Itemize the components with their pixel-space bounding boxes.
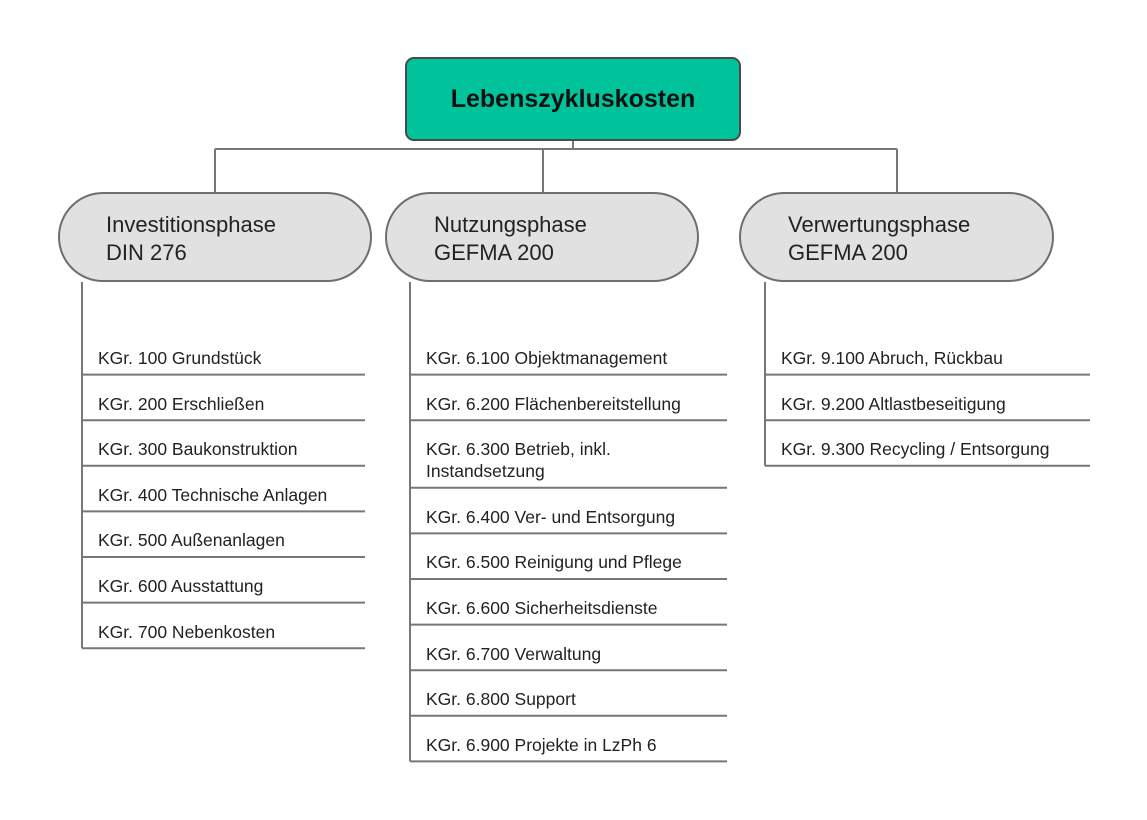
cost-group-item-text: KGr. 6.300 Betrieb, inkl. [426,439,611,460]
cost-group-item-text: KGr. 9.200 Altlastbeseitigung [781,393,1006,414]
phase-title: Nutzungsphase [434,212,587,237]
cost-group-item-text: KGr. 6.100 Objektmanagement [426,348,668,368]
cost-group-item-text: KGr. 600 Ausstattung [98,576,264,596]
phase-node-nutzung: Nutzungsphase GEFMA 200 [385,192,699,282]
cost-group-item-text: KGr. 6.200 Flächenbereitstellung [426,393,681,414]
cost-group-item-text: Instandsetzung [426,461,545,482]
cost-group-item: KGr. 6.100 Objektmanagement [426,347,667,369]
cost-group-item: KGr. 6.500 Reinigung und Pflege [426,551,682,573]
cost-group-item: KGr. 6.800 Support [426,688,576,710]
cost-group-item-text: KGr. 400 Technische Anlagen [98,484,328,505]
cost-group-item-text: KGr. 6.800 Support [426,689,576,710]
cost-group-item: KGr. 600 Ausstattung [98,575,263,597]
cost-group-item: KGr. 9.300 Recycling / Entsorgung [781,438,1049,460]
cost-group-item-text: KGr. 6.700 Verwaltung [426,643,602,664]
cost-group-item: KGr. 100 Grundstück [98,347,261,369]
root-node: Lebenszykluskosten [405,57,741,141]
cost-group-item: KGr. 6.200 Flächenbereitstellung [426,393,681,415]
cost-group-item-text: KGr. 700 Nebenkosten [98,621,276,642]
cost-group-item-text: KGr. 9.300 Recycling / Entsorgung [781,439,1050,460]
cost-group-item: KGr. 200 Erschließen [98,393,264,415]
cost-group-item: KGr. 6.400 Ver- und Entsorgung [426,506,675,528]
cost-group-item-text: KGr. 300 Baukonstruktion [98,439,298,460]
cost-group-item: KGr. 6.300 Betrieb, inkl.Instandsetzung [426,438,611,482]
cost-group-item-text: KGr. 6.900 Projekte in LzPh 6 [426,734,657,755]
cost-group-item: KGr. 300 Baukonstruktion [98,438,297,460]
cost-group-item: KGr. 6.600 Sicherheitsdienste [426,597,658,619]
cost-group-item-text: KGr. 500 Außenanlagen [98,530,285,551]
phase-standard: GEFMA 200 [788,240,908,265]
phase-title: Investitionsphase [106,212,276,237]
cost-group-item: KGr. 700 Nebenkosten [98,621,275,643]
phase-standard: DIN 276 [106,240,187,265]
cost-group-item: KGr. 9.100 Abruch, Rückbau [781,347,1003,369]
cost-group-item: KGr. 500 Außenanlagen [98,529,285,551]
cost-group-item-text: KGr. 100 Grundstück [98,348,262,368]
cost-group-item-text: KGr. 6.600 Sicherheitsdienste [426,598,658,618]
cost-group-item-text: KGr. 9.100 Abruch, Rückbau [781,348,1003,368]
root-label: Lebenszykluskosten [450,84,696,113]
phase-title: Verwertungsphase [788,212,971,237]
cost-group-item: KGr. 6.700 Verwaltung [426,643,601,665]
phase-standard: GEFMA 200 [434,240,554,265]
cost-group-item: KGr. 9.200 Altlastbeseitigung [781,393,1006,415]
cost-group-item-text: KGr. 6.400 Ver- und Entsorgung [426,506,676,527]
cost-group-item: KGr. 6.900 Projekte in LzPh 6 [426,734,657,756]
cost-group-item-text: KGr. 200 Erschließen [98,393,265,414]
phase-node-verwertung: Verwertungsphase GEFMA 200 [739,192,1054,282]
cost-group-item-text: KGr. 6.500 Reinigung und Pflege [426,552,682,573]
phase-node-investition: Investitionsphase DIN 276 [58,192,372,282]
cost-group-item: KGr. 400 Technische Anlagen [98,484,327,506]
